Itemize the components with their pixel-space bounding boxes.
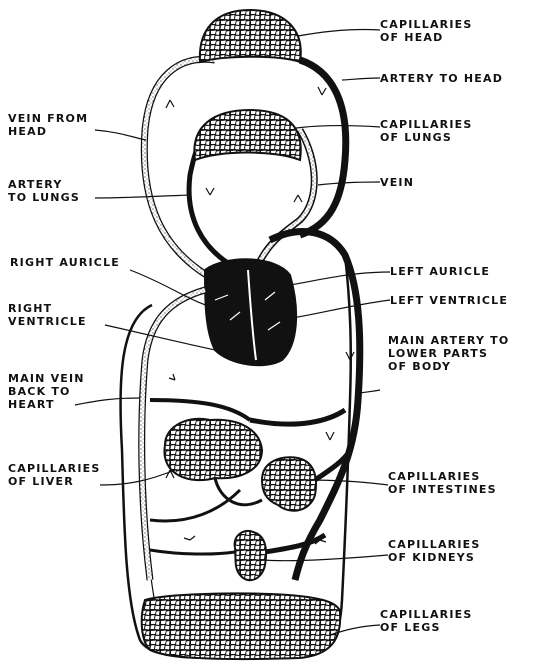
label-vein: VEIN [380,176,414,189]
capillaries-kidneys [235,531,267,580]
label-left-ventricle: LEFT VENTRICLE [390,294,508,307]
label-artery-to-head: ARTERY TO HEAD [380,72,503,85]
capillaries-liver [164,419,262,480]
capillaries-intestines [262,457,316,510]
label-left-auricle: LEFT AURICLE [390,265,490,278]
label-right-auricle: RIGHT AURICLE [10,256,120,269]
capillaries-lungs [194,110,300,160]
capillaries-legs [142,593,340,659]
capillaries-head [200,10,301,62]
